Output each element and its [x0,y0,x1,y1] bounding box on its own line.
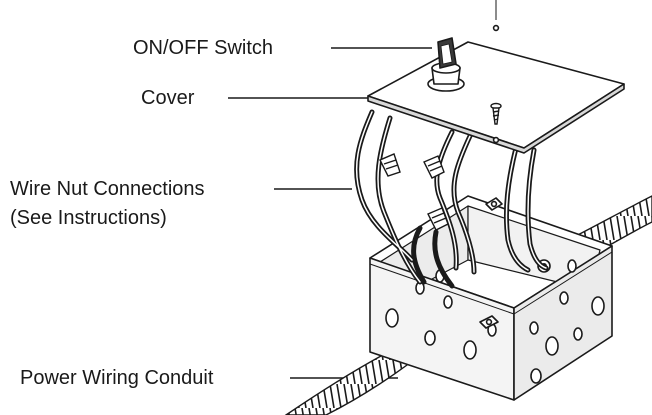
wire-highlights [355,111,547,283]
wire-nut-1 [379,153,401,177]
wire-nut-label-line-2: (See Instructions) [10,207,167,229]
cover-label: Cover [141,87,195,109]
wire-nut-2 [423,155,445,179]
switch-label: ON/OFF Switch [133,37,274,59]
switch-toggle [427,37,465,92]
wire-nut-label-line-1: Wire Nut Connections [10,178,205,200]
junction-box [369,195,613,401]
wire-nut-connectors [379,153,449,231]
cover-plate [367,24,625,154]
cover-screw [490,102,502,125]
wire-nut-3 [427,207,449,231]
conduit-label: Power Wiring Conduit [20,367,214,389]
